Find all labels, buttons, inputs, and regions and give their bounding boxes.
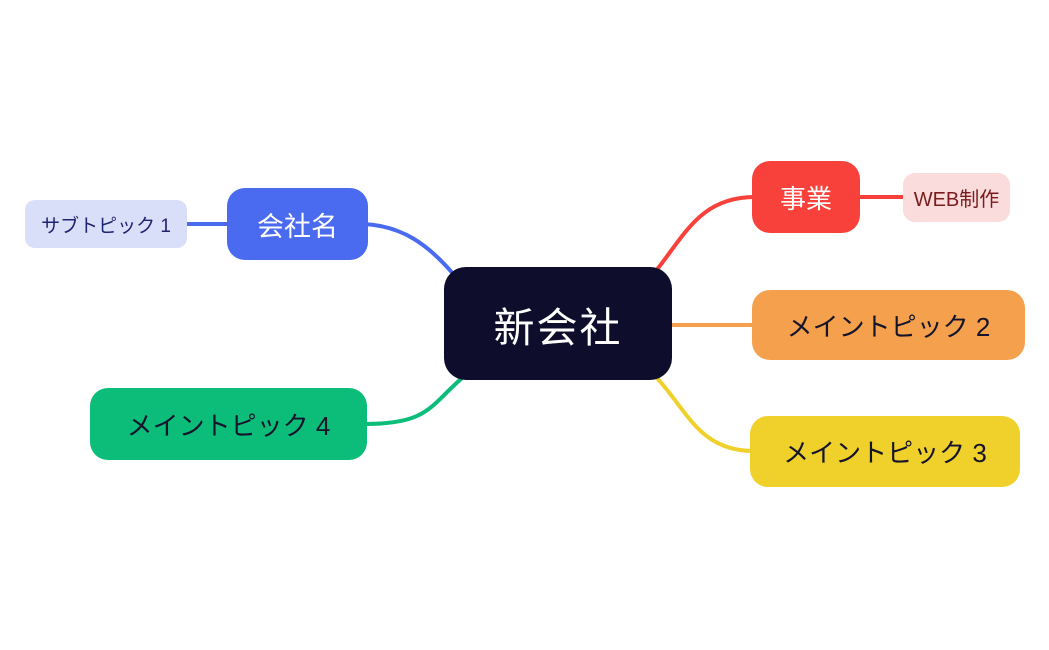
node-main-topic-2[interactable]: メイントピック 2 bbox=[752, 290, 1025, 360]
node-main-topic-3-label: メイントピック 3 bbox=[783, 438, 987, 468]
connector-center-to-business bbox=[653, 195, 757, 274]
connector-center-to-company bbox=[362, 222, 457, 278]
node-web-production[interactable]: WEB制作 bbox=[903, 173, 1010, 222]
node-main-topic-4-label: メイントピック 4 bbox=[126, 410, 331, 441]
node-center-topic-label: 新会社 bbox=[493, 304, 623, 351]
node-business[interactable]: 事業 bbox=[752, 161, 860, 233]
node-main-topic-2-label: メイントピック 2 bbox=[786, 311, 991, 342]
node-company-name[interactable]: 会社名 bbox=[227, 188, 368, 260]
node-company-name-label: 会社名 bbox=[257, 211, 338, 242]
node-subtopic-1[interactable]: サブトピック 1 bbox=[25, 200, 187, 248]
node-business-label: 事業 bbox=[779, 183, 832, 214]
node-web-production-label: WEB制作 bbox=[913, 189, 1000, 211]
node-main-topic-3[interactable]: メイントピック 3 bbox=[750, 416, 1020, 487]
node-subtopic-1-label: サブトピック 1 bbox=[41, 215, 171, 237]
connector-center-to-main4 bbox=[363, 377, 463, 426]
connector-center-to-main3 bbox=[655, 376, 756, 453]
node-main-topic-4[interactable]: メイントピック 4 bbox=[90, 388, 367, 460]
node-center-topic[interactable]: 新会社 bbox=[444, 267, 672, 380]
